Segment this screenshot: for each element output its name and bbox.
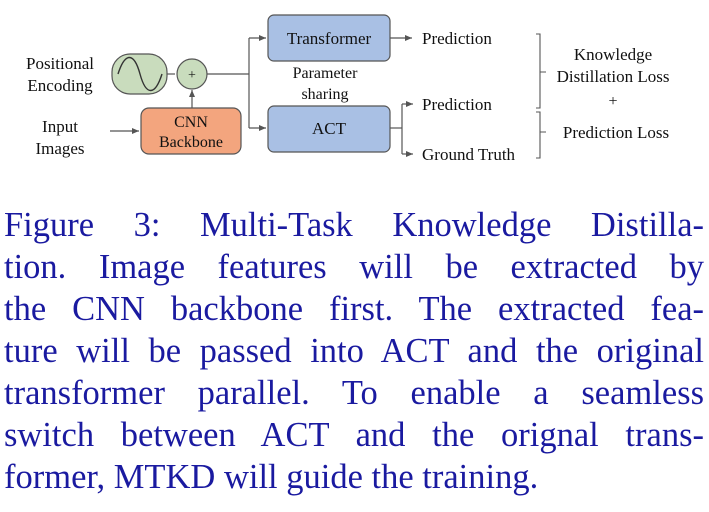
caption-line-5: transformer parallel. To enable a seamle… <box>4 374 704 412</box>
caption-line-4: ture will be passed into ACT and the ori… <box>4 332 704 370</box>
cnn-backbone-label-2: Backbone <box>159 134 223 151</box>
kd-loss-label-2: Distillation Loss <box>557 67 670 86</box>
input-images-label-2: Images <box>35 139 84 158</box>
sine-wave-icon <box>117 56 163 92</box>
caption-line-2: tion. Image features will be extracted b… <box>4 248 704 286</box>
caption-line-6: switch between ACT and the orignal trans… <box>4 416 704 454</box>
figure-diagram: Positional Encoding Input Images + CNN B… <box>0 0 709 195</box>
transformer-label: Transformer <box>287 29 372 48</box>
positional-encoding-label-1: Positional <box>26 54 94 73</box>
prediction-loss-bracket <box>536 111 546 159</box>
parameter-sharing-label-1: Parameter <box>293 65 359 82</box>
kd-loss-label-1: Knowledge <box>574 45 652 64</box>
cnn-backbone-label-1: CNN <box>174 114 208 131</box>
kd-loss-bracket <box>536 33 546 109</box>
caption-line-3: the CNN backbone first. The extracted fe… <box>4 290 704 328</box>
act-prediction-label: Prediction <box>422 95 492 114</box>
caption-line-7: former, MTKD will guide the training. <box>4 458 539 496</box>
input-images-label-1: Input <box>42 117 78 136</box>
ground-truth-label: Ground Truth <box>422 145 516 164</box>
prediction-loss-label: Prediction Loss <box>563 123 669 142</box>
cnn-backbone-box <box>140 107 242 155</box>
positional-encoding-label-2: Encoding <box>27 76 93 95</box>
parameter-sharing-label-2: sharing <box>301 86 348 103</box>
figure-caption: Figure 3: Multi-Task Knowledge Distilla-… <box>4 204 704 498</box>
act-label: ACT <box>312 119 347 138</box>
plus-symbol: + <box>188 68 196 83</box>
loss-plus-symbol: + <box>608 93 617 110</box>
diagram-svg: Positional Encoding Input Images + CNN B… <box>26 14 670 164</box>
transformer-prediction-label: Prediction <box>422 29 492 48</box>
caption-line-1: Figure 3: Multi-Task Knowledge Distilla- <box>4 206 704 244</box>
act-box <box>267 105 391 153</box>
